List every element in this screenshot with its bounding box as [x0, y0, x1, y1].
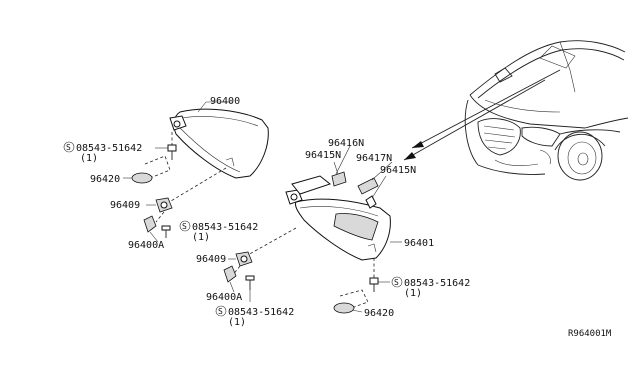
label-screw-mid: 08543-51642: [192, 222, 258, 233]
screw-symbol-lower: [215, 305, 227, 317]
label-screw-right-qty: (1): [404, 288, 422, 299]
label-screw-mid-qty: (1): [192, 232, 210, 243]
label-screw-lower-qty: (1): [228, 317, 246, 328]
label-cover-right: 96400A: [206, 292, 242, 303]
screw-symbol-upper-text: S: [66, 143, 71, 152]
part-labels: 96400 96401 S 08543-51642 (1) 96420 9640…: [63, 96, 612, 339]
diagram-ref-code: R964001M: [568, 329, 612, 339]
label-clip-right: 96415N: [380, 165, 416, 176]
holder-left: [123, 155, 171, 184]
sun-visor-right: [285, 189, 391, 261]
car-illustration: [464, 40, 629, 181]
label-lamp-lid: 96417N: [356, 153, 392, 164]
label-bracket-right: 96409: [196, 254, 226, 265]
mirror-lid: [291, 145, 351, 195]
clip-right-small: [365, 175, 387, 209]
screw-lower: [245, 275, 255, 302]
screw-symbol-lower-text: S: [218, 307, 223, 316]
label-visor-right: 96401: [404, 238, 434, 249]
screw-mid: [161, 225, 171, 238]
screw-symbol-mid-text: S: [182, 222, 187, 231]
screw-symbol-right-text: S: [394, 278, 399, 287]
label-screw-upper-qty: (1): [80, 153, 98, 164]
sun-visor-left: [169, 108, 269, 179]
lamp-lid: [357, 161, 393, 195]
cover-left: [143, 215, 159, 243]
label-screw-right: 08543-51642: [404, 278, 470, 289]
pointer-lines: [403, 69, 561, 161]
label-clip-left: 96415N: [305, 150, 341, 161]
label-bracket-left: 96409: [110, 200, 140, 211]
clip-left-small: [331, 161, 347, 187]
screw-upper: [155, 132, 177, 160]
holder-right: [333, 289, 369, 314]
label-holder-right: 96420: [364, 308, 394, 319]
label-visor-left: 96400: [210, 96, 240, 107]
screw-symbol-right: [391, 276, 403, 288]
label-holder-left: 96420: [90, 174, 120, 185]
label-screw-upper: 08543-51642: [76, 143, 142, 154]
label-mirror-lid: 96416N: [328, 138, 364, 149]
label-screw-lower: 08543-51642: [228, 307, 294, 318]
screw-symbol-upper: [63, 141, 75, 153]
label-cover-left: 96400A: [128, 240, 164, 251]
bracket-right: [228, 251, 253, 277]
screw-symbol-mid: [179, 220, 191, 232]
cover-right: [223, 265, 237, 293]
screw-right: [369, 258, 390, 292]
bracket-left: [146, 197, 173, 223]
